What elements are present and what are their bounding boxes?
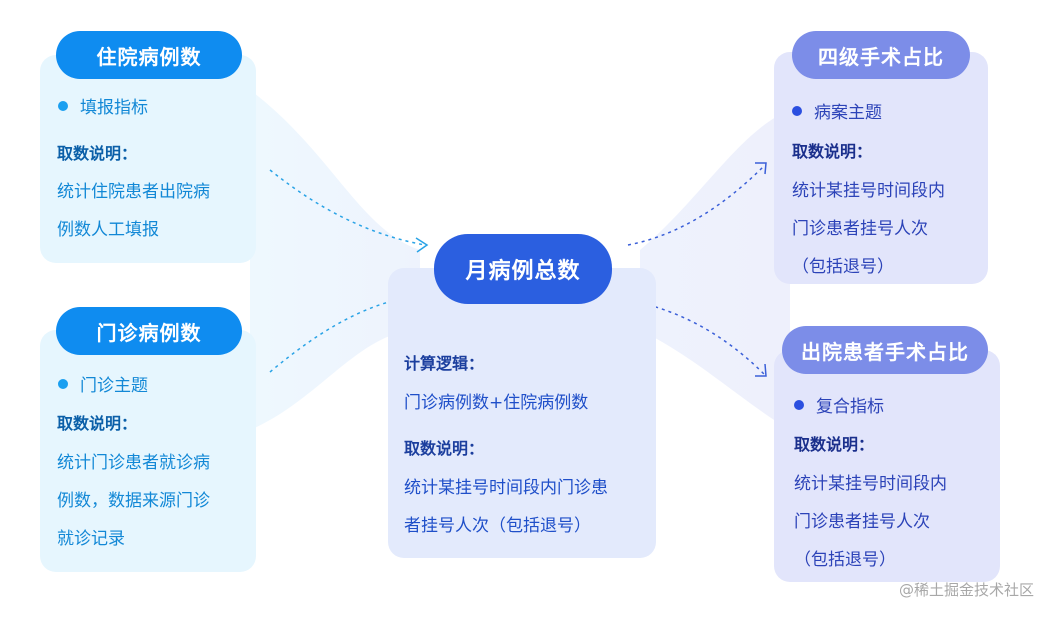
level4-line-1: 统计某挂号时间段内 (792, 181, 945, 201)
inpatient-bullet: 填报指标 (58, 93, 148, 118)
discharge-bullet: 复合指标 (794, 392, 884, 417)
card-monthly-total (388, 268, 656, 558)
bullet-dot-icon (58, 378, 68, 389)
card-outpatient-cases (40, 330, 256, 572)
discharge-line-2: 门诊患者挂号人次 (794, 512, 930, 532)
inpatient-bullet-label: 填报指标 (80, 98, 148, 118)
level4-surgery-title: 四级手术占比 (792, 31, 970, 79)
outpatient-cases-title: 门诊病例数 (56, 307, 242, 355)
discharge-heading: 取数说明： (794, 435, 875, 454)
bullet-dot-icon (58, 100, 68, 111)
discharge-surgery-title: 出院患者手术占比 (782, 326, 988, 374)
flow-ribbon-right (640, 110, 790, 430)
outpatient-line-1: 统计门诊患者就诊病 (57, 453, 210, 473)
center-line-2: 者挂号人次（包括退号） (404, 516, 591, 536)
discharge-line-1: 统计某挂号时间段内 (794, 474, 947, 494)
connector-right-top (627, 164, 766, 246)
bullet-dot-icon (792, 105, 802, 116)
level4-bullet-label: 病案主题 (814, 103, 882, 123)
discharge-bullet-label: 复合指标 (816, 397, 884, 417)
connector-right-bottom (627, 299, 766, 376)
watermark: @稀土掘金技术社区 (898, 581, 1034, 599)
bullet-dot-icon (794, 399, 804, 410)
card-inpatient-cases (40, 55, 256, 263)
outpatient-bullet: 门诊主题 (58, 371, 148, 396)
level4-bullet: 病案主题 (792, 98, 882, 123)
outpatient-heading: 取数说明： (57, 414, 138, 433)
outpatient-bullet-label: 门诊主题 (80, 376, 148, 396)
center-heading-logic: 计算逻辑： (404, 354, 485, 373)
flow-ribbon-left (250, 90, 420, 430)
level4-heading: 取数说明： (792, 142, 873, 161)
connector-left-top (269, 169, 426, 246)
inpatient-line-1: 统计住院患者出院病 (57, 182, 210, 202)
center-logic: 门诊病例数+住院病例数 (404, 393, 589, 413)
level4-line-2: 门诊患者挂号人次 (792, 219, 928, 239)
level4-line-3: （包括退号） (792, 257, 894, 277)
outpatient-line-3: 就诊记录 (57, 529, 125, 549)
discharge-line-3: （包括退号） (794, 550, 896, 570)
center-line-1: 统计某挂号时间段内门诊患 (404, 478, 608, 498)
card-level4-surgery (774, 52, 988, 284)
card-discharge-surgery (774, 350, 1000, 582)
center-heading-source: 取数说明： (404, 439, 485, 458)
outpatient-line-2: 例数，数据来源门诊 (57, 491, 210, 511)
inpatient-cases-title: 住院病例数 (56, 31, 242, 79)
inpatient-heading: 取数说明： (57, 144, 138, 163)
inpatient-line-2: 例数人工填报 (57, 220, 159, 240)
monthly-total-title: 月病例总数 (434, 234, 612, 304)
